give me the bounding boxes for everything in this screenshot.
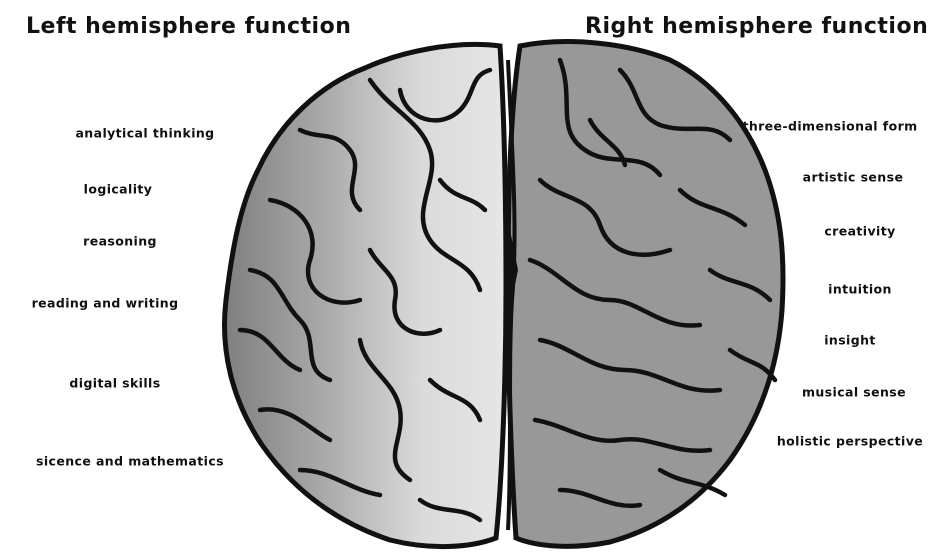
right-function-label: three-dimensional form [742,119,917,134]
left-function-label: reasoning [83,234,157,249]
right-function-label: intuition [828,282,892,297]
right-function-label: creativity [824,224,895,239]
right-function-label: musical sense [802,385,906,400]
right-function-label: insight [824,333,876,348]
left-hemisphere [225,44,507,546]
right-function-label: holistic perspective [777,434,923,449]
left-function-label: reading and writing [32,296,179,311]
right-function-label: artistic sense [803,170,904,185]
left-function-label: sicence and mathematics [36,454,224,469]
left-function-label: analytical thinking [75,126,214,141]
left-function-label: logicality [84,182,153,197]
left-function-label: digital skills [69,376,160,391]
